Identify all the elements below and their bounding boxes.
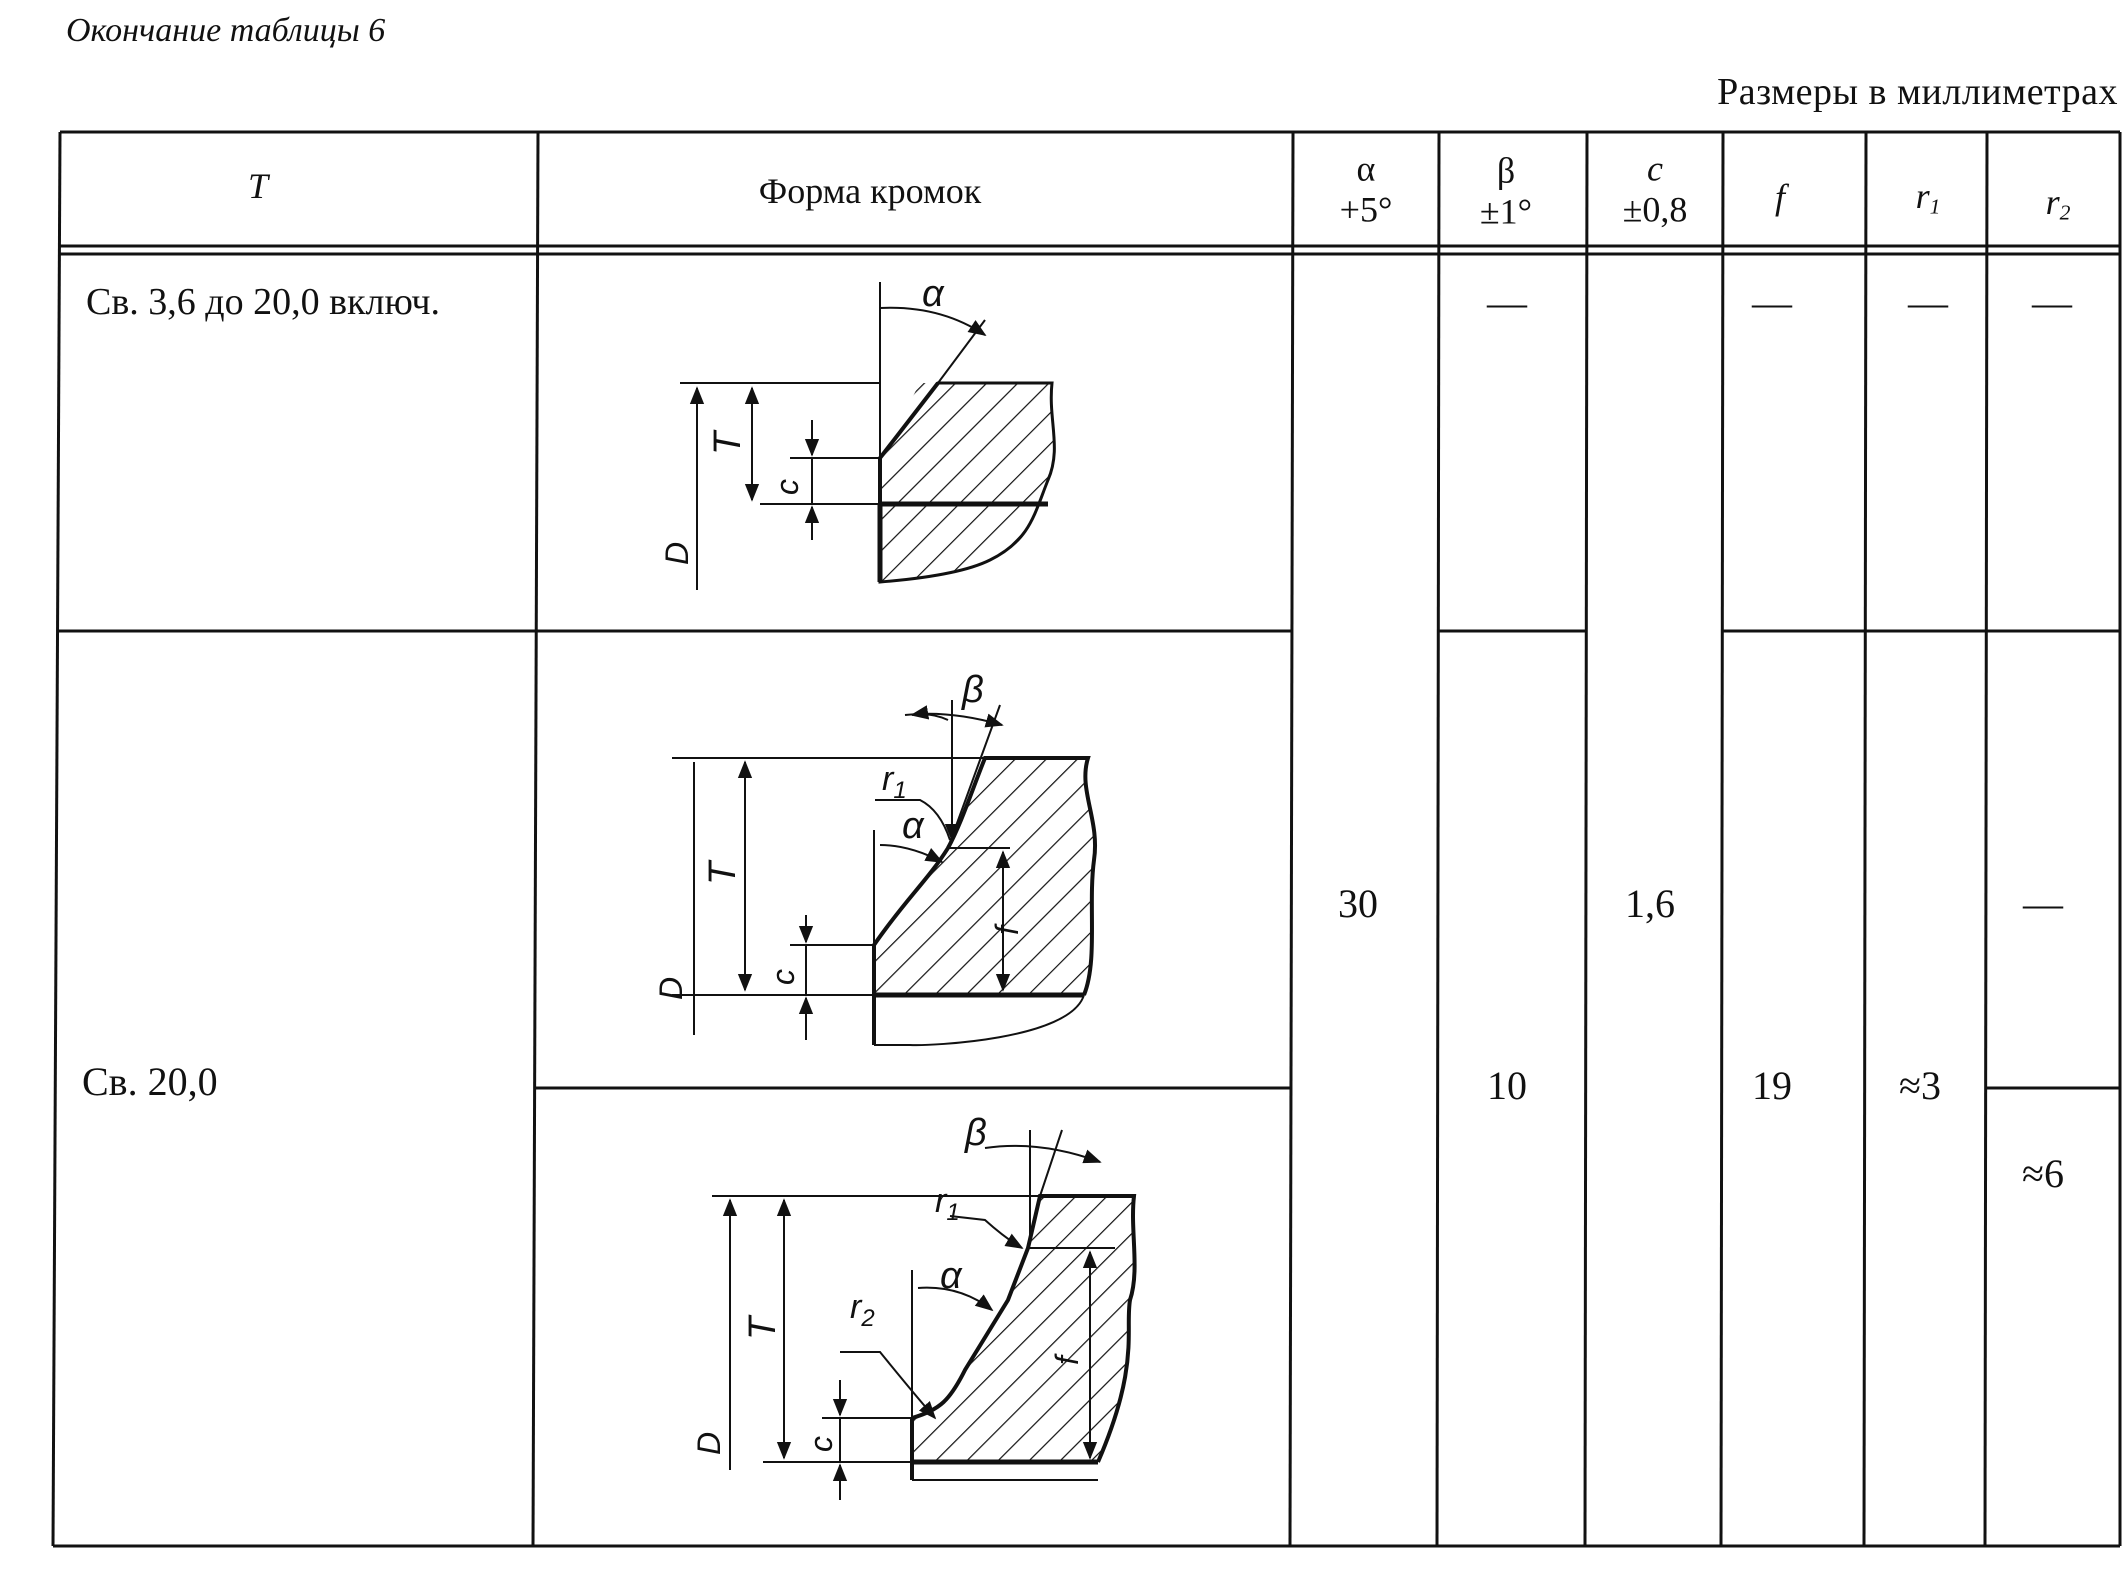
d2-r1-symbol: r bbox=[882, 760, 895, 798]
header-alpha-tolerance: +5° bbox=[1339, 190, 1393, 230]
header-r2-subscript: 2 bbox=[2059, 200, 2071, 225]
d3-r1-label: r1 bbox=[935, 1182, 960, 1226]
d3-f-label: f bbox=[1049, 1353, 1085, 1365]
d2-r1-subscript: 1 bbox=[893, 777, 906, 804]
d3-r2-label: r2 bbox=[850, 1288, 875, 1332]
header-beta-tolerance: ±1° bbox=[1479, 192, 1533, 232]
header-alpha-symbol: α bbox=[1356, 148, 1376, 189]
d3-D-label: D bbox=[691, 1432, 727, 1455]
d3-r1-symbol: r bbox=[935, 1182, 948, 1220]
d3-T-label: T bbox=[742, 1314, 784, 1340]
shared-c: 1,6 bbox=[1625, 881, 1675, 926]
row1-f: — bbox=[1752, 280, 1792, 325]
d3-beta-label: β bbox=[964, 1112, 987, 1154]
header-r1: r1 bbox=[1915, 175, 1941, 219]
d3-r2-symbol: r bbox=[850, 1288, 863, 1326]
row2-T: Св. 20,0 bbox=[82, 1059, 218, 1104]
header-T: T bbox=[247, 166, 269, 207]
header-r2-symbol: r bbox=[2045, 181, 2060, 222]
units-note: Размеры в миллиметрах bbox=[1717, 71, 2118, 113]
row2-r2-b: ≈6 bbox=[2022, 1151, 2064, 1196]
d3-c-label: c bbox=[803, 1436, 839, 1452]
row1-beta: — bbox=[1487, 280, 1527, 325]
row2-r2-a: — bbox=[2023, 881, 2063, 926]
row1-T: Св. 3,6 до 20,0 включ. bbox=[86, 281, 441, 324]
d2-alpha-label: α bbox=[902, 805, 925, 847]
d2-c-label: c bbox=[765, 969, 801, 985]
d1-c-label: c bbox=[769, 479, 805, 495]
d3-r2-subscript: 2 bbox=[860, 1305, 874, 1332]
d2-r1-label: r1 bbox=[882, 760, 907, 804]
row2-beta: 10 bbox=[1487, 1063, 1527, 1108]
d2-f-label: f bbox=[989, 923, 1025, 935]
d3-r1-subscript: 1 bbox=[946, 1199, 959, 1226]
header-r2: r2 bbox=[2045, 181, 2071, 225]
header-c-symbol: c bbox=[1647, 148, 1663, 189]
d1-D-label: D bbox=[659, 542, 695, 565]
d2-T-label: T bbox=[702, 859, 744, 885]
d1-T-label: T bbox=[707, 429, 749, 455]
header-r1-symbol: r bbox=[1915, 175, 1930, 216]
header-edge-form: Форма кромок bbox=[758, 171, 982, 212]
header-c: c ±0,8 bbox=[1623, 149, 1688, 232]
shared-alpha: 30 bbox=[1338, 881, 1378, 926]
d2-D-label: D bbox=[653, 977, 689, 1000]
row2-r1: ≈3 bbox=[1899, 1063, 1941, 1108]
d1-alpha-label: α bbox=[922, 273, 945, 315]
row2-f: 19 bbox=[1752, 1063, 1792, 1108]
header-c-tolerance: ±0,8 bbox=[1622, 190, 1688, 230]
d2-beta-label: β bbox=[961, 669, 984, 711]
table-caption: Окончание таблицы 6 bbox=[66, 12, 386, 49]
header-r1-subscript: 1 bbox=[1929, 194, 1941, 219]
header-beta-symbol: β bbox=[1496, 150, 1516, 191]
row1-r1: — bbox=[1908, 280, 1948, 325]
row1-r2: — bbox=[2032, 280, 2072, 325]
header-beta: β ±1° bbox=[1480, 151, 1532, 234]
header-alpha: α +5° bbox=[1340, 149, 1393, 232]
header-f: f bbox=[1774, 177, 1786, 218]
d3-alpha-label: α bbox=[940, 1255, 963, 1297]
